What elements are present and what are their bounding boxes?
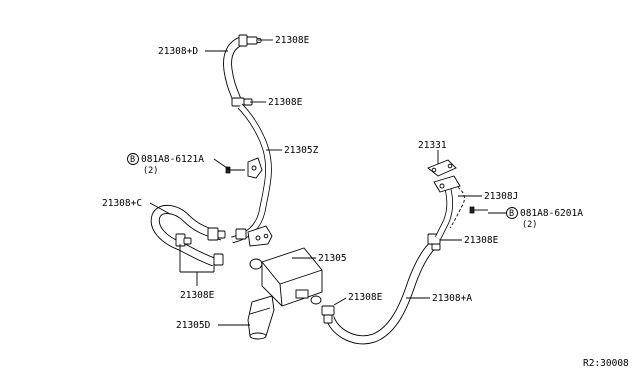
bolt-right[interactable] (469, 206, 488, 214)
label-21331: 21331 (418, 140, 447, 151)
label-21308-a: 21308+A (432, 293, 472, 304)
hose-21308-d[interactable] (223, 35, 246, 102)
label-21308e-top: 21308E (275, 35, 310, 46)
label-21308e-mid: 21308E (268, 97, 303, 108)
bolt-left[interactable] (225, 166, 245, 174)
label-21308e-bottom-left: 21308E (180, 290, 215, 301)
hose-sleeve-21305d[interactable] (247, 295, 275, 340)
label-bolt-left: 081A8-6121A (141, 154, 204, 165)
bracket-lower (247, 225, 273, 247)
bolt-left-circle-letter: B (130, 155, 135, 165)
cooler-21305[interactable] (249, 247, 323, 307)
clamp-bottom-left-c[interactable] (213, 253, 224, 266)
pipe-21308j[interactable] (435, 179, 465, 240)
label-21308e-right: 21308E (464, 235, 499, 246)
reference-code: R2:30008 (583, 358, 629, 369)
label-21305z: 21305Z (284, 145, 319, 156)
clamp-center[interactable] (321, 305, 335, 324)
hose-21308-a[interactable] (325, 242, 436, 345)
bolt-left-callout: B 081A8-6121A (2) (127, 153, 204, 176)
flange-21308j[interactable] (433, 175, 461, 193)
tube-21305z[interactable] (231, 103, 272, 244)
bolt-right-callout: B 081A8-6201A (2) (506, 207, 583, 230)
label-bolt-right-qty: (2) (522, 220, 537, 230)
label-21308-d: 21308+D (158, 46, 198, 57)
label-21305: 21305 (318, 253, 347, 264)
label-bolt-left-qty: (2) (143, 166, 158, 176)
bracket-21305z (247, 157, 263, 179)
label-21305d: 21305D (176, 320, 211, 331)
clamp-top[interactable] (238, 34, 262, 47)
hose-21308-c[interactable] (150, 205, 224, 267)
clamp-bottom-left-d[interactable] (235, 228, 247, 240)
gasket-21331[interactable] (427, 159, 457, 177)
leader-lines (149, 39, 506, 326)
clamp-bottom-left-a[interactable] (175, 233, 192, 247)
clamp-bottom-left-b[interactable] (207, 227, 226, 241)
label-21308j: 21308J (484, 191, 518, 202)
label-21308-c: 21308+C (102, 198, 142, 209)
bolt-right-circle-letter: B (509, 209, 514, 219)
label-bolt-right: 081A8-6201A (520, 208, 583, 219)
label-21308e-center: 21308E (348, 292, 383, 303)
